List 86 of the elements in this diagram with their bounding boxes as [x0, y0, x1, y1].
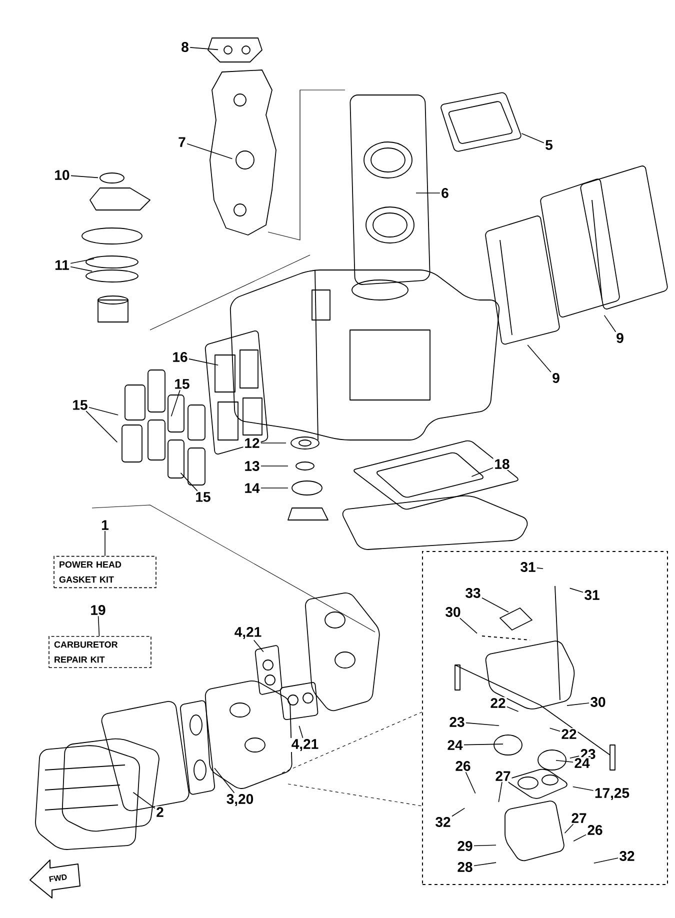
callout-number: 27 — [494, 770, 512, 782]
callout-number: 29 — [456, 840, 474, 852]
callout-number: 19 — [89, 604, 107, 616]
leader-line — [594, 858, 618, 864]
leader-line — [88, 406, 119, 416]
leader-line — [569, 588, 584, 593]
leader-line — [474, 844, 496, 846]
leader-line — [471, 467, 494, 477]
callout-number: 18 — [493, 458, 511, 470]
callout-number: 14 — [243, 482, 261, 494]
kit-label-box: POWER HEAD GASKET KIT — [54, 556, 156, 588]
leader-line — [536, 568, 544, 569]
arrow-label: FWD — [49, 874, 67, 882]
leader-line — [572, 786, 594, 791]
kit-label-box: CARBURETOR REPAIR KIT — [48, 636, 152, 668]
leader-line — [564, 824, 574, 834]
leader-line — [214, 768, 235, 794]
leader-line — [506, 706, 519, 712]
leader-line — [452, 808, 466, 817]
callout-number: 31 — [583, 589, 601, 601]
callout-number: 32 — [434, 816, 452, 828]
callout-number: 10 — [53, 169, 71, 181]
leader-line — [556, 760, 574, 762]
leader-line — [460, 618, 478, 634]
callout-number: 5 — [544, 139, 554, 151]
callout-number: 4,21 — [233, 626, 263, 640]
leader-line — [482, 597, 509, 612]
callout-number: 16 — [171, 351, 189, 363]
leader-line — [186, 143, 233, 160]
callout-number: 4,21 — [290, 738, 320, 752]
callout-number: 9 — [615, 332, 625, 344]
callout-number: 27 — [570, 812, 588, 824]
dashed-leader-line — [288, 784, 422, 806]
leader-line — [86, 410, 118, 443]
leader-line — [498, 782, 502, 802]
callout-number: 3,20 — [225, 793, 255, 807]
leader-line — [566, 702, 590, 706]
leader-line — [573, 834, 586, 842]
leader-line — [416, 192, 440, 194]
callout-number: 30 — [444, 606, 462, 618]
leader-line — [474, 862, 496, 866]
leader-line — [70, 266, 92, 272]
callout-number: 15 — [173, 378, 191, 390]
callout-number: 6 — [440, 187, 450, 199]
callout-number: 26 — [454, 760, 472, 772]
leader-line — [549, 728, 560, 732]
callout-number: 26 — [586, 824, 604, 836]
leader-line — [188, 358, 218, 366]
callout-number: 22 — [560, 728, 578, 740]
leader-line — [190, 47, 218, 50]
callout-number: 9 — [551, 372, 561, 384]
leader-line — [570, 756, 580, 759]
callout-number: 32 — [618, 850, 636, 862]
leader-line — [465, 772, 476, 794]
callout-number: 15 — [71, 399, 89, 411]
callout-number: 22 — [489, 697, 507, 709]
leader-line — [98, 616, 100, 636]
callout-number: 31 — [519, 561, 537, 573]
leader-line — [170, 390, 180, 417]
leader-line — [180, 472, 198, 492]
leader-line — [104, 530, 106, 556]
leader-line — [253, 640, 264, 652]
callout-number: 17,25 — [594, 787, 631, 801]
callout-number: 8 — [180, 41, 190, 53]
callout-number: 2 — [155, 806, 165, 818]
dashed-leader-line — [282, 712, 422, 774]
leader-line — [464, 744, 504, 746]
callout-number: 23 — [448, 716, 466, 728]
callout-number: 13 — [243, 460, 261, 472]
callout-number: 30 — [589, 696, 607, 708]
leader-line — [527, 344, 552, 372]
leader-line — [298, 725, 304, 738]
leader-line — [70, 258, 94, 264]
leader-line — [521, 133, 544, 144]
callout-number: 33 — [464, 587, 482, 599]
callout-number: 24 — [446, 739, 464, 751]
leader-line — [604, 314, 616, 332]
callout-number: 12 — [243, 437, 261, 449]
callout-number: 15 — [194, 491, 212, 503]
callout-number: 7 — [177, 136, 187, 148]
callout-number: 28 — [456, 861, 474, 873]
callout-number: 1 — [100, 519, 110, 531]
leader-line — [466, 722, 500, 726]
callout-number: 11 — [54, 259, 70, 271]
leader-line — [260, 442, 286, 444]
leader-line — [70, 175, 98, 178]
